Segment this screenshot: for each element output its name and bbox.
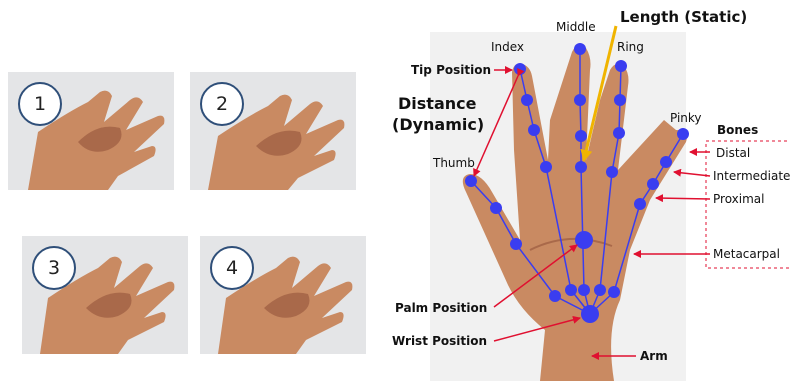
metacarpal-label: Metacarpal xyxy=(713,247,780,261)
palm-position-label: Palm Position xyxy=(395,301,487,315)
index-joint xyxy=(540,161,552,173)
middle-base-joint xyxy=(578,284,590,296)
distance-label-line2: (Dynamic) xyxy=(392,115,484,134)
pinky-joint xyxy=(660,156,672,168)
pinky-label: Pinky xyxy=(670,111,702,125)
thumb-base-joint xyxy=(549,290,561,302)
index-joint xyxy=(528,124,540,136)
proximal-arrow xyxy=(656,198,710,199)
ring-tip-joint xyxy=(615,60,627,72)
index-joint xyxy=(521,94,533,106)
tip-position-label: Tip Position xyxy=(411,63,491,77)
distance-label-line1: Distance xyxy=(398,94,476,113)
thumb-label: Thumb xyxy=(433,156,475,170)
index-tip-joint xyxy=(514,63,526,75)
thumb-joint xyxy=(510,238,522,250)
ring-joint xyxy=(606,166,618,178)
middle-joint xyxy=(575,161,587,173)
pinky-joint xyxy=(634,198,646,210)
middle-label: Middle xyxy=(556,20,596,34)
pinky-joint xyxy=(647,178,659,190)
proximal-label: Proximal xyxy=(713,192,764,206)
wrist-position-label: Wrist Position xyxy=(392,334,487,348)
index-base-joint xyxy=(565,284,577,296)
ring-joint xyxy=(614,94,626,106)
thumb-tip-joint xyxy=(465,175,477,187)
middle-tip-joint xyxy=(574,43,586,55)
palm-position-joint xyxy=(575,231,593,249)
distal-label: Distal xyxy=(716,146,750,160)
length-static-label: Length (Static) xyxy=(620,8,747,26)
wrist-position-joint xyxy=(581,305,599,323)
arm-label: Arm xyxy=(640,349,668,363)
middle-joint xyxy=(574,94,586,106)
pinky-base-joint xyxy=(608,286,620,298)
thumb-joint xyxy=(490,202,502,214)
ring-label: Ring xyxy=(617,40,644,54)
ring-base-joint xyxy=(594,284,606,296)
ring-joint xyxy=(613,127,625,139)
index-label: Index xyxy=(491,40,524,54)
pinky-tip-joint xyxy=(677,128,689,140)
bones-label: Bones xyxy=(717,123,758,137)
intermediate-label: Intermediate xyxy=(713,169,790,183)
middle-joint xyxy=(575,130,587,142)
